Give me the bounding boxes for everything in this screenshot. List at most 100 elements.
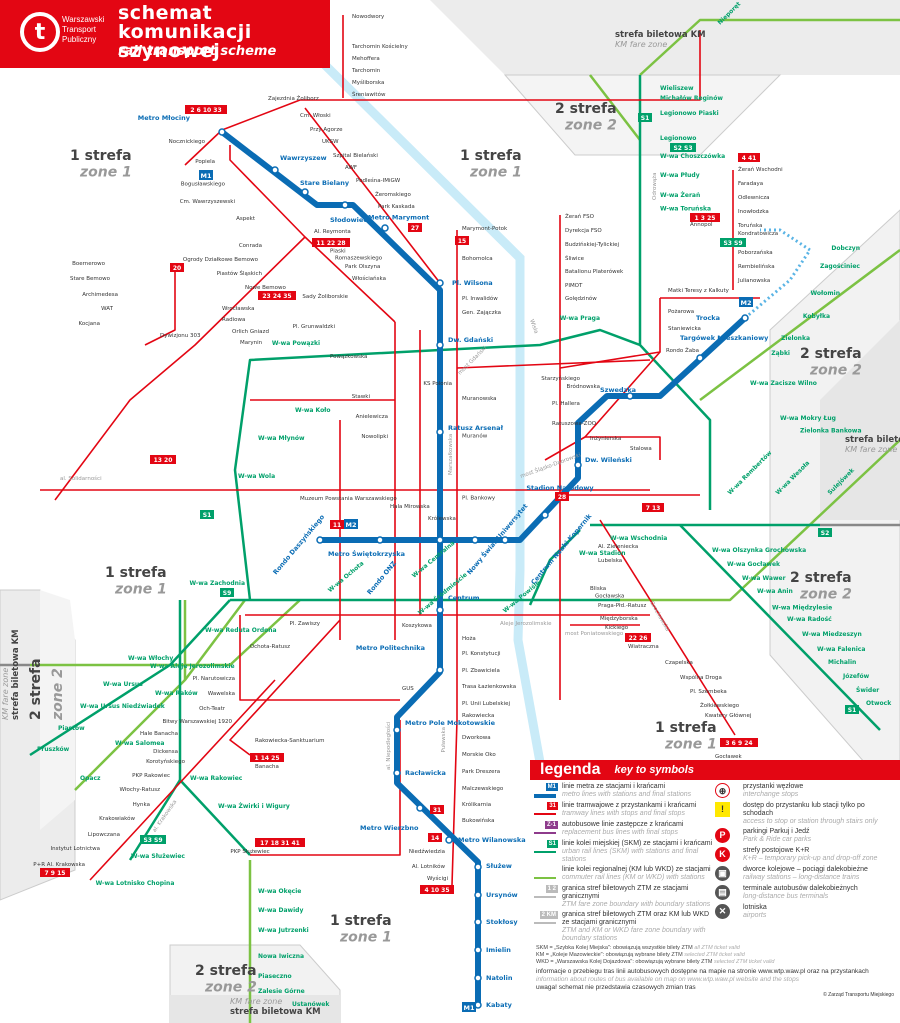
tram-stop-label[interactable]: Hale Banacha [140, 731, 178, 737]
tram-stop-label[interactable]: Gocławek [715, 754, 742, 760]
tram-stop-label[interactable]: Czapelska [665, 660, 693, 666]
rail-station-label[interactable]: Michałów Reginów [660, 95, 723, 102]
tram-stop-label[interactable]: Pl. Grunwaldzki [293, 324, 336, 330]
tram-stop-label[interactable]: Przy Agorze [310, 127, 343, 133]
rail-station-label[interactable]: Zielonka Bankowa [800, 428, 862, 435]
metro-station-marker[interactable] [436, 341, 444, 349]
tram-stop-label[interactable]: UKSW [322, 139, 339, 145]
metro-station-marker[interactable] [501, 536, 509, 544]
tram-stop-label[interactable]: Królewska [428, 515, 456, 522]
tram-stop-label[interactable]: Muzeum Powstania Warszawskiego [300, 496, 397, 502]
tram-stop-label[interactable]: Bogusławskiego [181, 182, 226, 188]
rail-station-label[interactable]: W-wa Reduta Ordona [205, 627, 277, 634]
tram-stop-label[interactable]: Och-Teatr [199, 706, 226, 712]
tram-stop-label[interactable]: Podleśna-IMiGW [356, 177, 401, 184]
tram-stop-label[interactable]: GUS [402, 686, 414, 692]
rail-station-label[interactable]: W-wa Ochota [327, 560, 366, 594]
rail-station-label[interactable]: W-wa Okęcie [258, 888, 301, 895]
tram-stop-label[interactable]: Marymont-Potok [462, 226, 508, 232]
tram-stop-label[interactable]: Dickensa [153, 749, 178, 755]
tram-stop-label[interactable]: Pl. Hallera [552, 401, 580, 407]
metro-station-marker[interactable] [436, 606, 444, 614]
m1-station-label[interactable]: Stokłosy [486, 918, 518, 926]
metro-station-marker[interactable] [474, 918, 482, 926]
rail-station-label[interactable]: W-wa Centralna [411, 540, 457, 580]
rail-station-label[interactable]: W-wa Żerań [660, 192, 700, 199]
tram-stop-label[interactable]: Żołkiewskiego [700, 702, 740, 709]
rail-station-label[interactable]: W-wa Salomea [115, 740, 164, 747]
m1-station-label[interactable]: Dw. Gdański [448, 336, 493, 344]
m1-station-label[interactable]: Ursynów [486, 891, 518, 899]
tram-stop-label[interactable]: Nowe Bemowo [245, 285, 286, 291]
m2-station-label[interactable]: Trocka [696, 314, 720, 322]
tram-stop-label[interactable]: Lubelska [598, 558, 622, 564]
rail-station-label[interactable]: W-wa Dawidy [258, 907, 303, 914]
tram-stop-label[interactable]: Hoża [462, 636, 476, 642]
tram-stop-label[interactable]: Aspekt [236, 216, 256, 222]
tram-stop-label[interactable]: Kickiego [605, 625, 629, 631]
metro-station-marker[interactable] [474, 946, 482, 954]
tram-stop-label[interactable]: Cm. Wawrzyszewski [180, 199, 236, 205]
rail-station-label[interactable]: Michalin [828, 659, 856, 666]
tram-stop-label[interactable]: Budzińskiej-Tylickiej [565, 241, 620, 248]
rail-station-label[interactable]: W-wa Rakowiec [190, 775, 243, 782]
tram-stop-label[interactable]: Staniewicka [668, 326, 701, 332]
m1-station-label[interactable]: Centrum [448, 594, 480, 602]
tram-stop-label[interactable]: Archimedesa [82, 292, 118, 298]
tram-stop-label[interactable]: Piaski [330, 249, 346, 255]
m1-station-label[interactable]: Kabaty [486, 1001, 513, 1009]
m1-station-label[interactable]: Słodowiec [330, 216, 367, 224]
metro-station-marker[interactable] [393, 726, 401, 734]
tram-stop-label[interactable]: Włościańska [352, 275, 386, 282]
rail-station-label[interactable]: Dobczyn [831, 245, 860, 252]
tram-stop-label[interactable]: Radiowa [222, 317, 245, 323]
tram-stop-label[interactable]: PKP Rakowiec [132, 773, 170, 779]
tram-stop-label[interactable]: Conrada [239, 243, 262, 249]
tram-stop-label[interactable]: P+R Al. Krakowska [33, 862, 85, 868]
rail-station-label[interactable]: Wołomin [811, 290, 840, 297]
tram-stop-label[interactable]: Wyścigi [427, 875, 449, 882]
tram-stop-label[interactable]: Nowodwory [352, 14, 385, 20]
m1-station-label[interactable]: Pl. Wilsona [452, 279, 493, 287]
rail-station-label[interactable]: Legionowo Piaski [660, 110, 719, 117]
tram-stop-label[interactable]: Żeromskiego [375, 191, 411, 198]
m2-station-label[interactable]: Rondo Daszyńskiego [271, 513, 326, 577]
rail-station-label[interactable]: W-wa Falenica [817, 646, 865, 653]
m1-station-label[interactable]: Metro Wilanowska [458, 836, 526, 844]
tram-stop-label[interactable]: Instytut Lotnictwa [51, 846, 100, 852]
tram-stop-label[interactable]: AWF [345, 165, 357, 171]
tram-stop-label[interactable]: Śliwice [565, 255, 585, 262]
tram-stop-label[interactable]: Ochota-Ratusz [250, 644, 290, 650]
rail-station-label[interactable]: W-wa Służewiec [131, 853, 186, 860]
rail-station-label[interactable]: W-wa Gocławek [727, 561, 781, 568]
rail-station-label[interactable]: W-wa Żwirki i Wigury [218, 803, 290, 810]
rail-station-label[interactable]: Wieliszew [660, 85, 694, 92]
tram-stop-label[interactable]: Toruńska [737, 222, 762, 229]
tram-stop-label[interactable]: Odlewnicza [738, 195, 770, 201]
tram-stop-label[interactable]: Pl. Konstytucji [462, 651, 501, 657]
tram-stop-label[interactable]: Inowłodzka [738, 209, 769, 215]
rail-station-label[interactable]: W-wa Płudy [660, 172, 700, 179]
tram-stop-label[interactable]: Koszykowa [402, 623, 432, 629]
tram-stop-label[interactable]: Rondo Żaba [666, 347, 699, 354]
tram-stop-label[interactable]: Śreniawitów [352, 91, 386, 98]
tram-stop-label[interactable]: Hala Mirowska [390, 504, 430, 510]
tram-stop-label[interactable]: Bitwy Warszawskiej 1920 [162, 719, 232, 725]
tram-stop-label[interactable]: Królikarnia [462, 801, 491, 808]
tram-stop-label[interactable]: Romaszewskiego [335, 256, 383, 262]
rail-station-label[interactable]: Legionowo [660, 135, 696, 142]
rail-station-label[interactable]: W-wa Włochy [128, 655, 173, 662]
rail-station-label[interactable]: W-wa Raków [155, 690, 198, 697]
rail-station-label[interactable]: Zalesie Górne [258, 988, 305, 995]
rail-station-label[interactable]: W-wa Anin [757, 588, 793, 595]
tram-stop-label[interactable]: Muranowska [462, 396, 497, 402]
m1-station-label[interactable]: Stare Bielany [300, 179, 350, 187]
tram-stop-label[interactable]: Wiatraczna [628, 644, 659, 650]
tram-stop-label[interactable]: Boernerowo [72, 261, 106, 267]
rail-station-label[interactable]: W-wa Powązki [272, 340, 320, 347]
rail-station-label[interactable]: W-wa Aleje Jerozolimskie [150, 663, 235, 670]
rail-station-label[interactable]: W-wa Wschodnia [610, 535, 667, 542]
tram-stop-label[interactable]: Wrocławska [222, 306, 254, 312]
rail-station-label[interactable]: Ząbki [771, 350, 790, 357]
rail-station-label[interactable]: Ustanówek [292, 1001, 330, 1008]
